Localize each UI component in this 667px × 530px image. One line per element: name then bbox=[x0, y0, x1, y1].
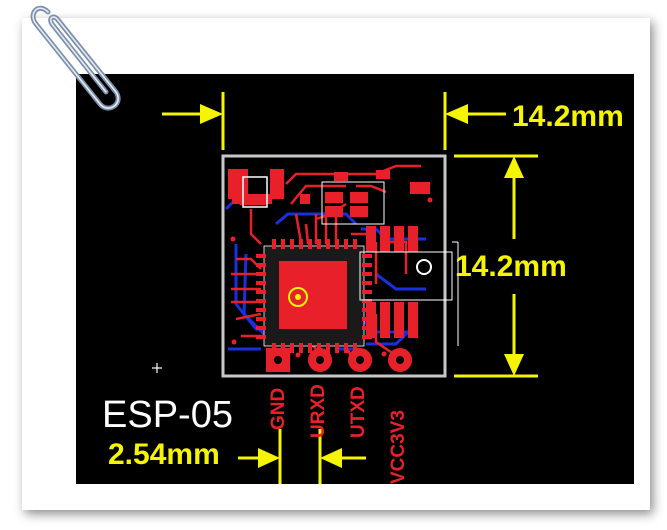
dimension-arrows bbox=[200, 104, 524, 468]
vias bbox=[230, 197, 433, 358]
right-pads bbox=[366, 226, 418, 338]
pitch-dimension-label: 2.54mm bbox=[108, 438, 220, 471]
module-name: ESP-05 bbox=[102, 394, 233, 436]
capacitor-silkscreen bbox=[321, 181, 385, 225]
board-outline bbox=[221, 154, 447, 378]
width-dimension-label: 14.2mm bbox=[512, 100, 624, 133]
component-silkscreen bbox=[242, 176, 268, 208]
pin-label-vcc3v3: VCC3V3 bbox=[388, 410, 409, 484]
image-frame: 14.2mm 14.2mm 2.54mm ESP-05 GND URXD UTX… bbox=[22, 18, 650, 510]
pcb-diagram: 14.2mm 14.2mm 2.54mm ESP-05 GND URXD UTX… bbox=[76, 74, 634, 484]
wifi-chip-icon bbox=[288, 287, 308, 307]
crystal-silkscreen bbox=[359, 251, 453, 301]
header-pins bbox=[266, 348, 412, 372]
pin-label-utxd: UTXD bbox=[348, 386, 369, 438]
chip-ground-pad bbox=[279, 261, 347, 329]
height-dimension-label: 14.2mm bbox=[455, 250, 567, 283]
pcb-drawing bbox=[152, 92, 538, 484]
crosshair-icon bbox=[152, 363, 162, 373]
pin-label-gnd: GND bbox=[268, 387, 289, 430]
top-pads bbox=[228, 169, 430, 217]
mounting-hole bbox=[416, 259, 432, 275]
pin-label-urxd: URXD bbox=[308, 384, 329, 438]
paperclip-icon bbox=[30, 5, 121, 111]
